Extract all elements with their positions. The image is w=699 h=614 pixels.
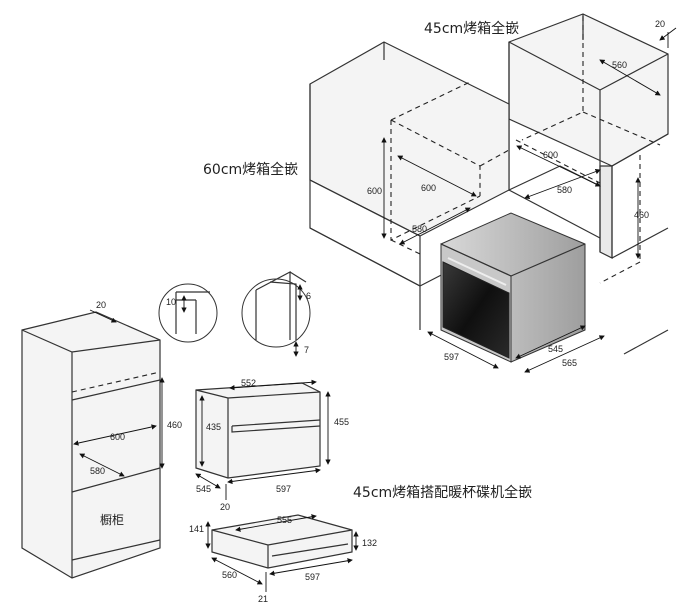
dim-435: 435 [206,422,221,432]
dim-597-oven: 597 [444,352,459,362]
tall-cabinet-right: 460 [599,133,669,355]
dim-21-drawer: 21 [258,594,268,604]
dim-20-small: 20 [220,502,230,512]
dim-7-detail: 7 [304,345,309,355]
dim-597-small: 597 [276,484,291,494]
dim-141: 141 [189,524,204,534]
dim-580-upper: 580 [557,185,572,195]
cabinet-label: 橱柜 [100,513,124,527]
dim-545-oven: 545 [548,344,563,354]
dim-460-cabinet: 460 [167,420,182,430]
warming-drawer-drawing: 555 141 132 560 597 21 [189,514,377,604]
caption-60cm-full-built-in: 60cm烤箱全嵌 [203,161,298,178]
dim-552: 552 [241,378,256,388]
dim-560-top: 560 [612,60,627,70]
dim-20-cabinet: 20 [96,300,106,310]
dim-10-detail: 10 [166,297,176,307]
oven-45cm-drawing: 552 435 455 545 597 20 [195,378,349,512]
dim-560-drawer: 560 [222,570,237,580]
dim-580-left: 580 [412,224,427,234]
dim-600-upper: 600 [543,150,558,160]
detail-circle-2: 6 7 [241,271,311,357]
detail-circle-1: 10 [158,283,218,343]
dim-545-small: 545 [196,484,211,494]
caption-45cm-full-built-in: 45cm烤箱全嵌 [424,20,519,37]
caption-45cm-with-warming-drawer: 45cm烤箱搭配暖杯碟机全嵌 [353,484,532,501]
oven-60cm: 597 545 565 [427,212,605,373]
dim-580-cabinet: 580 [90,466,105,476]
dim-600-cabinet: 600 [110,432,125,442]
dim-455: 455 [334,417,349,427]
dim-565-oven: 565 [562,358,577,368]
dim-20-top: 20 [655,19,665,29]
dim-597-drawer: 597 [305,572,320,582]
dim-600-left: 600 [421,183,436,193]
dim-600-left-vertical: 600 [367,186,382,196]
dim-460-right: 460 [634,210,649,220]
dim-132: 132 [362,538,377,548]
tall-kitchen-cabinet: 460 600 580 20 橱柜 [21,300,182,579]
dim-555: 555 [277,515,292,525]
dim-6-detail: 6 [306,291,311,301]
